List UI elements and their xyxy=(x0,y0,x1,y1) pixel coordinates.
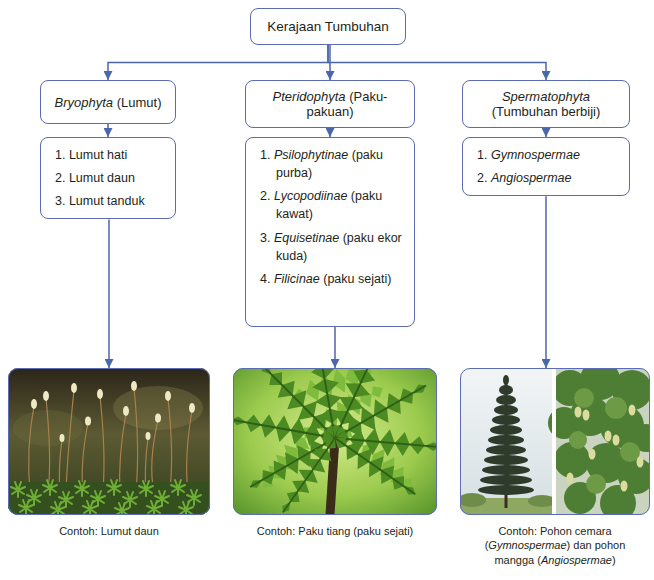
tree-photo xyxy=(460,368,650,515)
list-box: 1. Psilophytinae (paku purba) 2. Lycopodi… xyxy=(245,137,415,327)
photo-caption: Contoh: Pohon cemara (Gymnospermae) dan … xyxy=(480,524,630,567)
scientific-name: Lycopodiinae xyxy=(274,189,347,203)
hierarchy-arrow xyxy=(545,196,547,368)
example-photo: Contoh: Pohon cemara (Gymnospermae) dan … xyxy=(460,368,650,567)
category-box: Pteridophyta (Paku-pakuan) xyxy=(245,80,415,128)
list-item: 2. Lumut daun xyxy=(55,169,165,187)
scientific-name: Equisetinae xyxy=(274,231,339,245)
scientific-name: Spermatophyta xyxy=(502,89,590,104)
example-photo: Contoh: Lumut daun xyxy=(8,368,210,538)
scientific-name: Bryophyta xyxy=(55,95,114,110)
scientific-name: Pteridophyta xyxy=(273,89,346,104)
list-item: 1. Lumut hati xyxy=(55,146,165,164)
list-item: 2. Angiospermae xyxy=(477,169,619,187)
scientific-name: Gymnospermae xyxy=(488,539,566,551)
fern-photo xyxy=(233,368,437,515)
scientific-name: Angiospermae xyxy=(541,554,612,566)
scientific-name: Filicinae xyxy=(274,272,320,286)
scientific-name: Psilophytinae xyxy=(274,148,348,162)
hierarchy-arrow xyxy=(107,124,109,137)
category-box: Kerajaan Tumbuhan xyxy=(250,8,406,45)
scientific-name: Gymnospermae xyxy=(491,148,580,162)
node-label: Pteridophyta (Paku-pakuan) xyxy=(254,89,406,119)
list-item: 1. Gymnospermae xyxy=(477,146,619,164)
list-item: 2. Lycopodiinae (paku kawat) xyxy=(260,187,404,223)
hierarchy-arrow xyxy=(334,327,336,368)
hierarchy-arrow xyxy=(108,45,328,80)
scientific-name: Angiospermae xyxy=(491,171,572,185)
category-box: Spermatophyta (Tumbuhan berbiji) xyxy=(462,80,630,128)
photo-caption: Contoh: Lumut daun xyxy=(14,524,204,538)
list-item: 3. Lumut tanduk xyxy=(55,192,165,210)
list-box: 1. Lumut hati 2. Lumut daun 3. Lumut tandu… xyxy=(40,137,176,219)
node-label: Spermatophyta (Tumbuhan berbiji) xyxy=(471,89,621,119)
photo-caption: Contoh: Paku tiang (paku sejati) xyxy=(235,524,435,538)
node-label: Kerajaan Tumbuhan xyxy=(259,19,397,34)
photo-frame xyxy=(8,368,210,515)
category-box: Bryophyta (Lumut) xyxy=(40,80,176,124)
node-label: Bryophyta (Lumut) xyxy=(49,95,167,110)
list-box: 1. Gymnospermae 2. Angiospermae xyxy=(462,137,630,196)
example-photo: Contoh: Paku tiang (paku sejati) xyxy=(233,368,437,538)
moss-photo xyxy=(8,368,210,515)
list-item: 3. Equisetinae (paku ekor kuda) xyxy=(260,229,404,265)
photo-frame xyxy=(460,368,650,515)
list-item: 1. Psilophytinae (paku purba) xyxy=(260,146,404,182)
hierarchy-arrow xyxy=(545,128,547,137)
list-item: 4. Filicinae (paku sejati) xyxy=(260,270,404,288)
hierarchy-arrow xyxy=(328,45,546,80)
photo-frame xyxy=(233,368,437,515)
hierarchy-arrow xyxy=(108,219,110,368)
hierarchy-arrow xyxy=(329,128,331,137)
